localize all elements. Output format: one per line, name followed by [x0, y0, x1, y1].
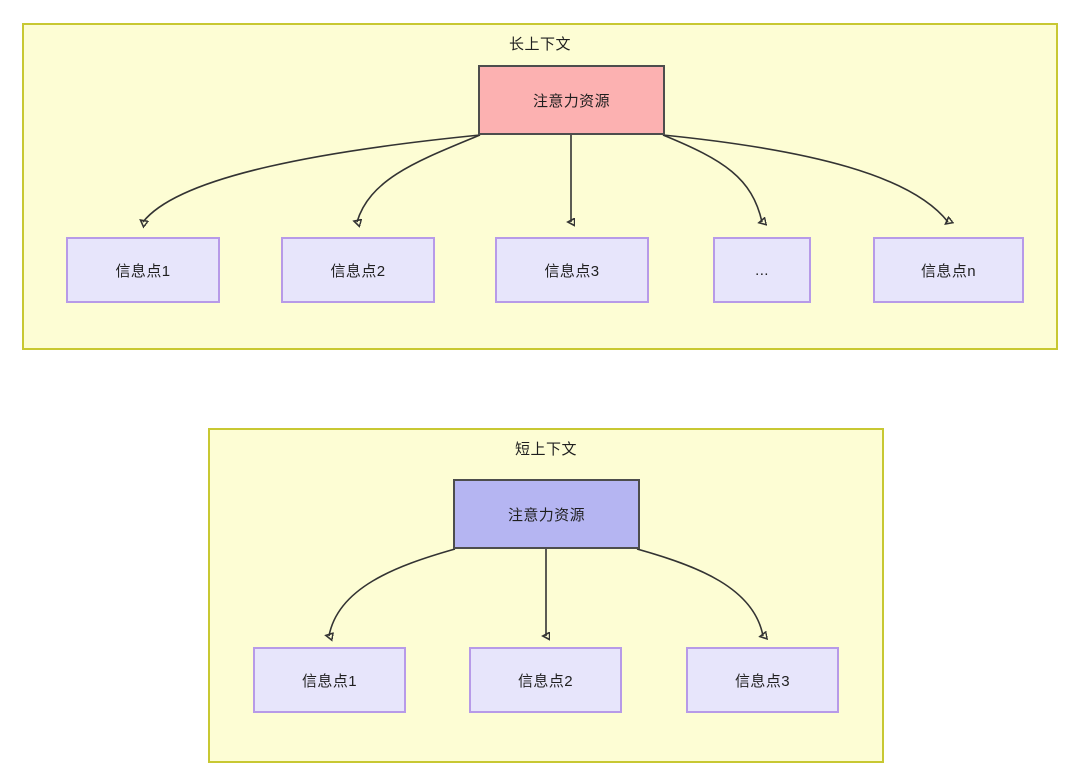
node-long-info-2[interactable]: 信息点2	[281, 237, 435, 303]
node-short-context-root-label: 注意力资源	[507, 506, 585, 524]
node-short-info-2-label: 信息点2	[518, 672, 573, 690]
node-long-info-ellipsis-label: ...	[755, 261, 769, 279]
node-long-info-ellipsis[interactable]: ...	[713, 237, 811, 303]
node-long-info-1-label: 信息点1	[115, 262, 171, 280]
node-short-info-1-label: 信息点1	[302, 672, 357, 690]
node-short-info-2[interactable]: 信息点2	[469, 647, 622, 713]
node-long-info-n-label: 信息点n	[921, 262, 976, 280]
node-long-info-n[interactable]: 信息点n	[873, 237, 1024, 303]
node-long-info-1[interactable]: 信息点1	[66, 237, 220, 303]
panel-short-context-title: 短上下文	[514, 441, 577, 458]
node-long-context-root-label: 注意力资源	[532, 92, 610, 110]
node-long-info-3-label: 信息点3	[544, 262, 600, 280]
node-long-info-3[interactable]: 信息点3	[495, 237, 649, 303]
node-short-context-root[interactable]: 注意力资源	[453, 479, 640, 549]
node-short-info-3[interactable]: 信息点3	[686, 647, 839, 713]
node-short-info-3-label: 信息点3	[735, 672, 790, 690]
node-long-info-2-label: 信息点2	[330, 262, 386, 280]
panel-long-context-title: 长上下文	[508, 36, 571, 53]
node-short-info-1[interactable]: 信息点1	[253, 647, 406, 713]
node-long-context-root[interactable]: 注意力资源	[478, 65, 665, 135]
